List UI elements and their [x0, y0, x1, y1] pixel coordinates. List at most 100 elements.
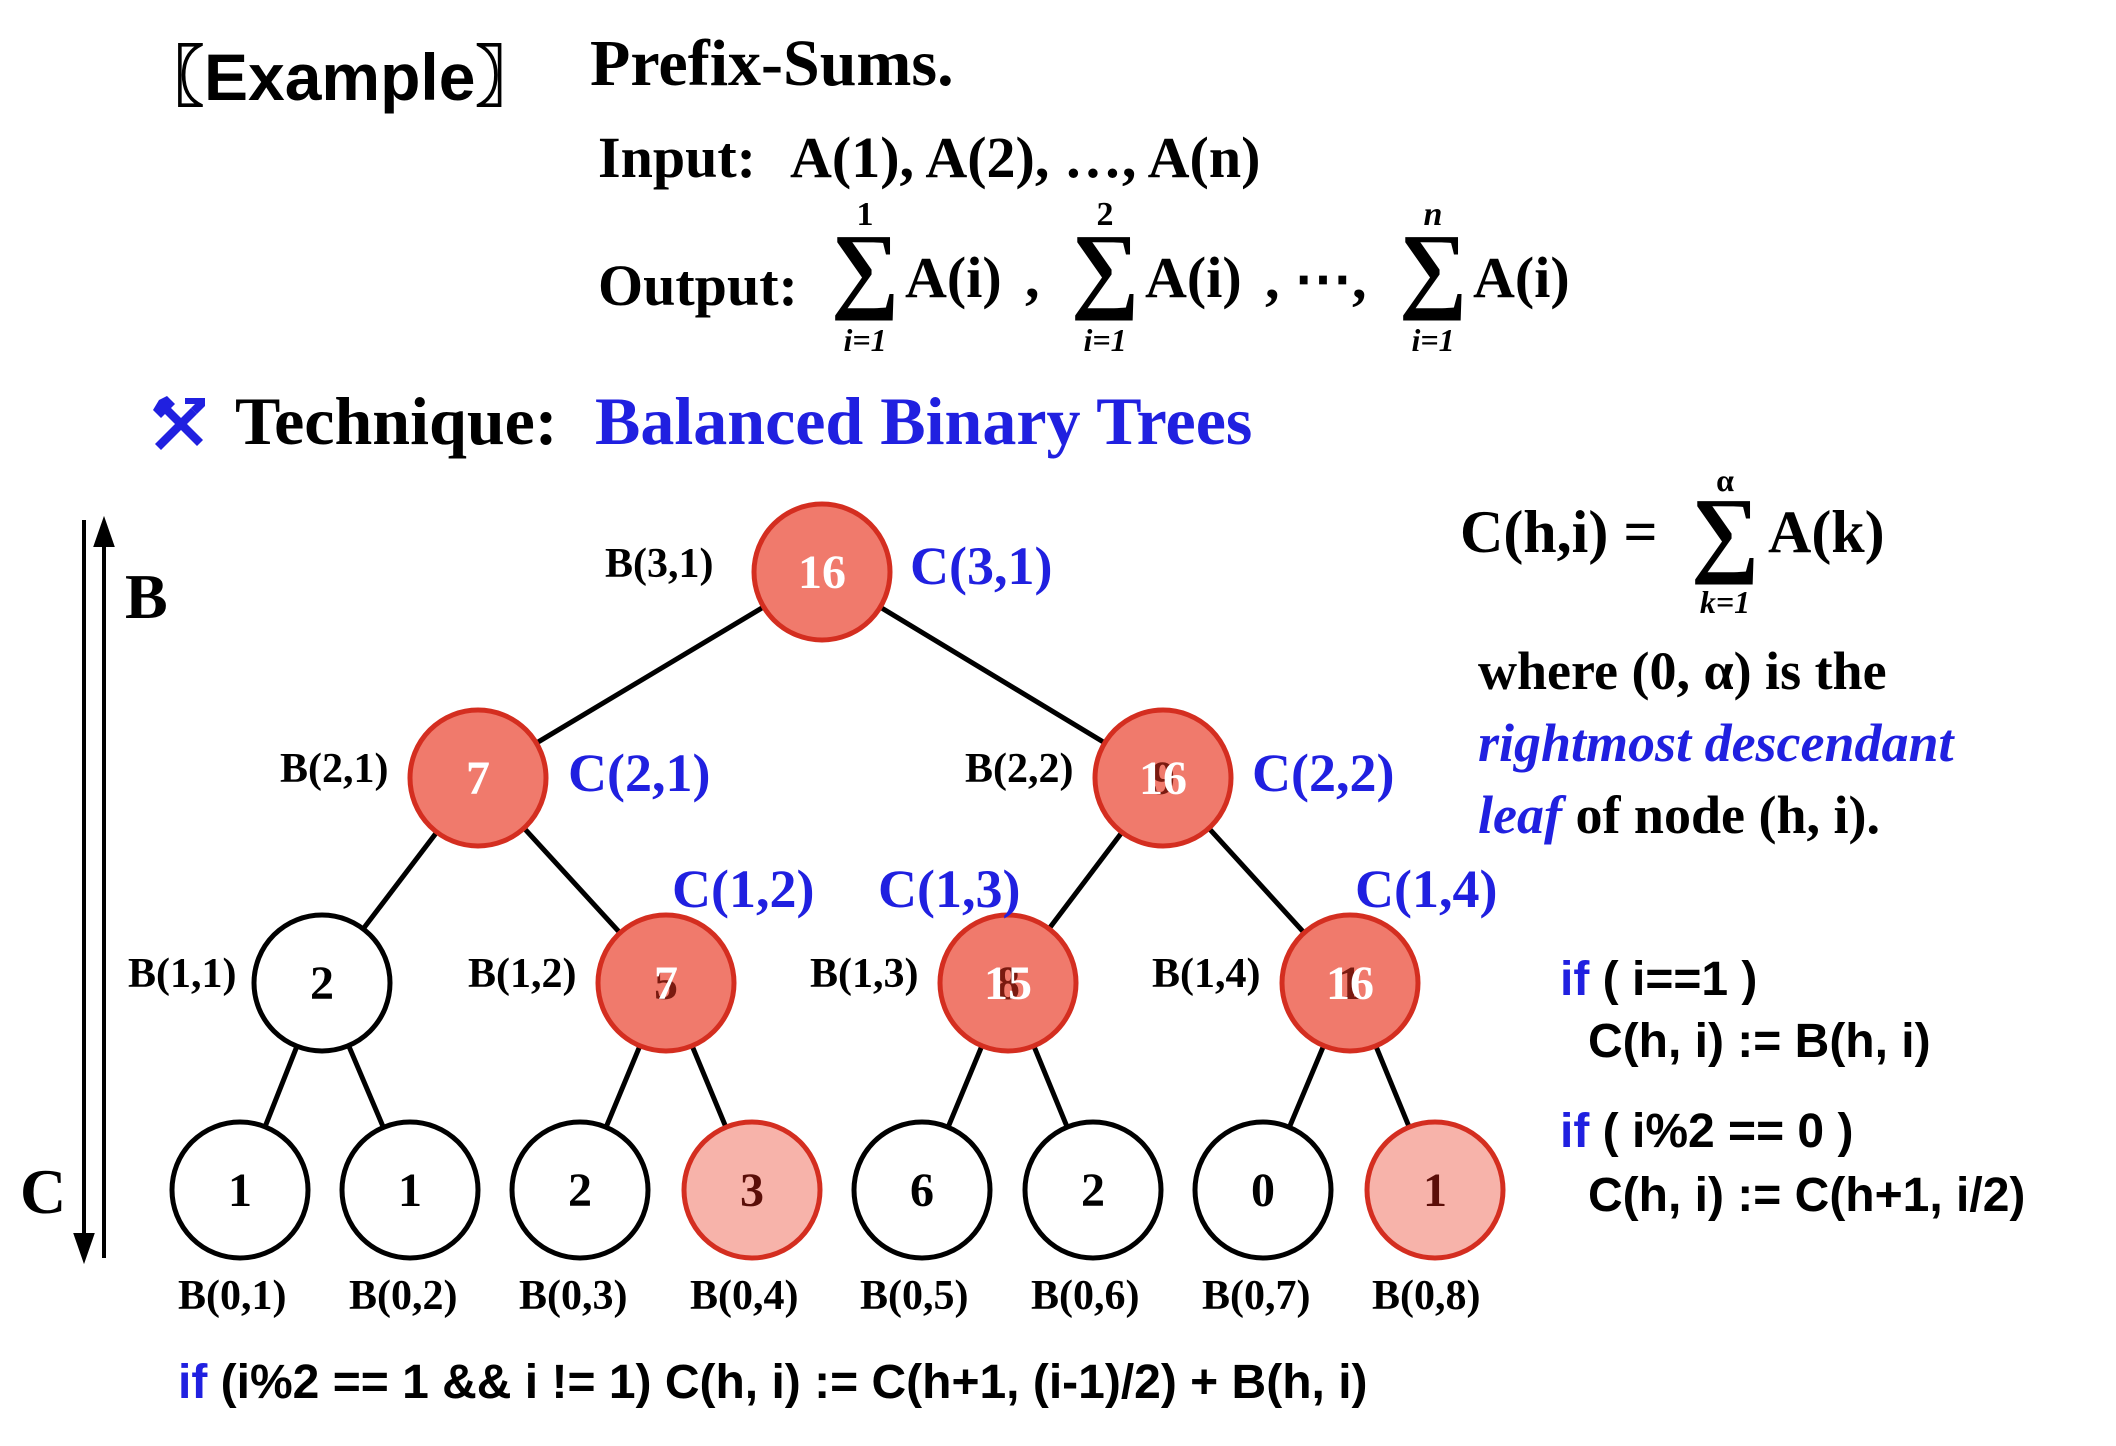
sum-lower-2: i=1	[1083, 322, 1127, 358]
rule-3-kw: if	[178, 1356, 208, 1409]
rule-2-cond: if ( i%2 == 0 )	[1560, 1104, 1853, 1159]
sigma-icon: ∑	[830, 214, 900, 321]
sum-sep-2: , ⋯,	[1265, 246, 1367, 311]
b-label-1-1: B(1,1)	[128, 951, 237, 997]
tree-edge	[1047, 830, 1124, 931]
node-ghost-value: 1	[1338, 957, 1362, 1010]
technique-label: Technique:	[235, 383, 558, 459]
where-line-1: where (0, α) is the	[1478, 641, 1887, 701]
example-tag: 〖Example〗	[138, 40, 542, 114]
sum-body-1: A(i)	[905, 245, 1002, 310]
rule-1-kw: if	[1560, 953, 1590, 1006]
node-value: 2	[310, 957, 334, 1010]
tree-node-0-3: 2	[509, 1119, 651, 1261]
node-circle	[937, 912, 1079, 1054]
tree-edge	[603, 1044, 643, 1129]
node-value: 16	[1139, 752, 1187, 805]
tree-edge	[522, 826, 622, 935]
up-arrow-head	[93, 515, 115, 547]
b-label-0-3: B(0,3)	[519, 1273, 628, 1319]
sum-upper-3: n	[1423, 196, 1443, 233]
b-label-0-7: B(0,7)	[1202, 1273, 1311, 1319]
tree-node-0-5: 6	[851, 1119, 993, 1261]
rule-2-cond-text: ( i%2 == 0 )	[1589, 1105, 1854, 1158]
tree-node-1-4: 116	[1279, 912, 1421, 1054]
node-circle	[681, 1119, 823, 1261]
node-ghost-value: 9	[1151, 752, 1175, 805]
c-label-3-1: C(3,1)	[910, 536, 1053, 596]
where-line-3: leaf of node (h, i).	[1478, 784, 1880, 846]
sigma-icon: ∑	[1398, 214, 1468, 321]
tree-node-2-2: 916	[1092, 707, 1234, 849]
node-circle	[339, 1119, 481, 1261]
c-label-2-2: C(2,2)	[1252, 743, 1395, 803]
node-circle	[595, 912, 737, 1054]
b-label-2-1: B(2,1)	[280, 746, 389, 792]
node-value: 1	[1423, 1164, 1447, 1217]
down-arrow-head	[73, 1233, 95, 1265]
node-value: 16	[798, 546, 846, 599]
rule-3: if (i%2 == 1 && i != 1) C(h, i) := C(h+1…	[178, 1355, 1368, 1410]
tree-node-0-2: 1	[339, 1119, 481, 1261]
input-value: A(1), A(2), …, A(n)	[790, 125, 1261, 190]
b-label-0-5: B(0,5)	[860, 1273, 969, 1319]
node-circle	[169, 1119, 311, 1261]
rule-2-kw: if	[1560, 1105, 1590, 1158]
input-label: Input:	[598, 125, 756, 190]
sum-body-2: A(i)	[1145, 245, 1242, 310]
node-circle	[1192, 1119, 1334, 1261]
tree-edge	[1206, 826, 1307, 935]
sum-upper-2: 2	[1096, 196, 1114, 233]
sum-lower-1: i=1	[843, 322, 887, 358]
node-circle	[1279, 912, 1421, 1054]
b-label-3-1: B(3,1)	[605, 541, 714, 587]
tree-node-0-6: 2	[1022, 1119, 1164, 1261]
tree-edge	[878, 605, 1107, 745]
sum-body-3: A(i)	[1473, 245, 1570, 310]
node-circle	[851, 1119, 993, 1261]
c-label-2-1: C(2,1)	[568, 743, 711, 803]
rule-2-body: C(h, i) := C(h+1, i/2)	[1588, 1169, 2026, 1222]
tree-node-1-3: 815	[937, 912, 1079, 1054]
formula-upper: α	[1716, 462, 1734, 498]
tree-node-1-2: 57	[595, 912, 737, 1054]
node-ghost-value: 5	[654, 957, 678, 1010]
tree-node-3-1: 16	[751, 501, 893, 643]
tree-edge	[346, 1044, 386, 1129]
node-value: 1	[398, 1164, 422, 1217]
node-value: 15	[984, 957, 1032, 1010]
rule-3-text: (i%2 == 1 && i != 1) C(h, i) := C(h+1, (…	[207, 1356, 1368, 1409]
node-value: 6	[910, 1164, 934, 1217]
b-label-0-8: B(0,8)	[1372, 1273, 1481, 1319]
node-ghost-value: 8	[996, 957, 1020, 1010]
node-circle	[1022, 1119, 1164, 1261]
sigma-icon: ∑	[1690, 478, 1760, 585]
output-label: Output:	[598, 253, 798, 318]
b-label-1-4: B(1,4)	[1152, 951, 1261, 997]
tree-edge	[262, 1045, 300, 1128]
sum-lower-3: i=1	[1411, 322, 1455, 358]
where-leaf-em: leaf	[1478, 785, 1562, 845]
tools-icon	[145, 388, 215, 458]
b-label-0-4: B(0,4)	[690, 1273, 799, 1319]
tree-edge	[1373, 1044, 1412, 1129]
node-circle	[407, 707, 549, 849]
node-circle	[509, 1119, 651, 1261]
c-label-1-4: C(1,4)	[1355, 859, 1498, 919]
rule-1-cond-text: ( i==1 )	[1589, 953, 1758, 1006]
sum-upper-1: 1	[856, 196, 874, 233]
tree-node-0-7: 0	[1192, 1119, 1334, 1261]
node-value: 7	[466, 752, 490, 805]
example-title: Prefix-Sums.	[590, 27, 954, 100]
c-label-1-3: C(1,3)	[878, 859, 1021, 919]
b-label-0-2: B(0,2)	[349, 1273, 458, 1319]
axis-top-label: B	[125, 561, 168, 632]
node-value: 1	[228, 1164, 252, 1217]
axis-bottom-label: C	[20, 1156, 67, 1227]
tree-node-0-4: 3	[681, 1119, 823, 1261]
tree-node-0-8: 1	[1364, 1119, 1506, 1261]
formula-lower: k=1	[1699, 584, 1751, 620]
tree-edge	[1031, 1044, 1070, 1129]
rule-1-body: C(h, i) := B(h, i)	[1588, 1015, 1931, 1068]
